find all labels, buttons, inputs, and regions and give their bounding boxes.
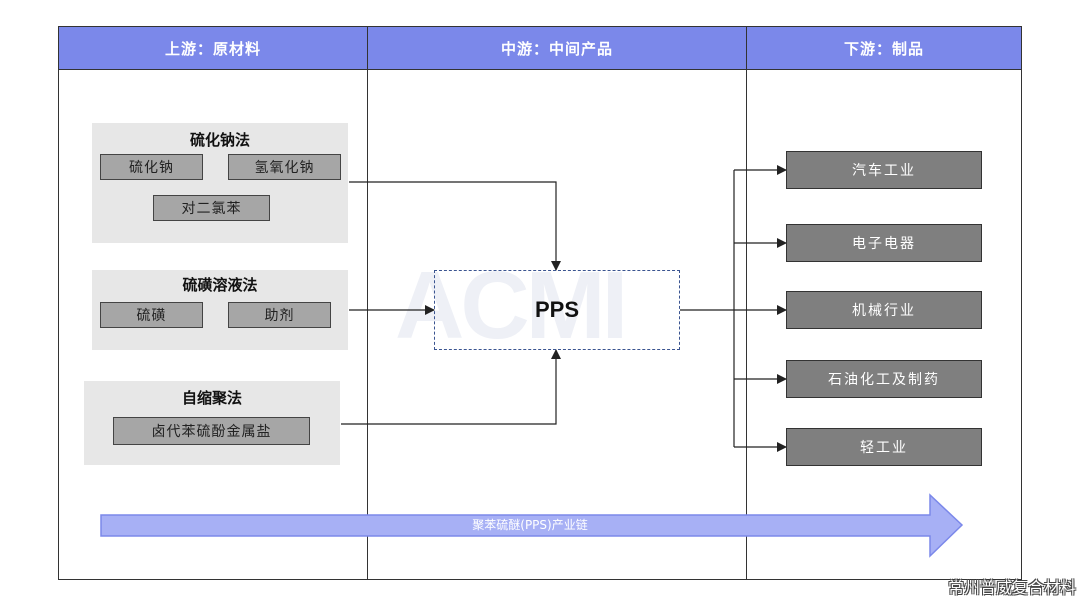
pps-label: PPS bbox=[534, 297, 580, 322]
industry-chain-label: 聚苯硫醚(PPS)产业链 bbox=[472, 518, 588, 532]
header-upstream: 上游：原材料 bbox=[58, 26, 368, 70]
product-automotive: 汽车工业 bbox=[786, 151, 982, 189]
product-petrochemical-pharma: 石油化工及制药 bbox=[786, 360, 982, 398]
chip-sodium-hydroxide: 氢氧化钠 bbox=[228, 154, 341, 180]
group-title: 硫磺溶液法 bbox=[182, 276, 258, 294]
column-divider bbox=[746, 26, 747, 580]
product-electronics: 电子电器 bbox=[786, 224, 982, 262]
product-light-industry: 轻工业 bbox=[786, 428, 982, 466]
chip-additive: 助剂 bbox=[228, 302, 331, 328]
connector-sodium-sulfide bbox=[349, 181, 561, 271]
header-midstream: 中游：中间产品 bbox=[367, 26, 747, 70]
group-title: 硫化钠法 bbox=[189, 131, 250, 149]
group-sulfur-solution: 硫磺溶液法 硫磺 助剂 bbox=[92, 270, 348, 350]
connector-self-condensation bbox=[341, 349, 561, 425]
chip-halobenzene-thiophenol-salt: 卤代苯硫酚金属盐 bbox=[113, 417, 310, 445]
header-downstream: 下游：制品 bbox=[746, 26, 1022, 70]
group-self-condensation: 自缩聚法 卤代苯硫酚金属盐 bbox=[84, 381, 340, 465]
product-machinery: 机械行业 bbox=[786, 291, 982, 329]
chip-sodium-sulfide: 硫化钠 bbox=[100, 154, 203, 180]
chip-p-dichlorobenzene: 对二氯苯 bbox=[153, 195, 270, 221]
source-credit: 常州普威复合材料 bbox=[947, 578, 1076, 597]
group-title: 自缩聚法 bbox=[181, 389, 242, 407]
chip-sulfur: 硫磺 bbox=[100, 302, 203, 328]
industry-chain-band-arrow bbox=[100, 493, 964, 558]
group-sodium-sulfide: 硫化钠法 硫化钠 氢氧化钠 对二氯苯 bbox=[92, 123, 348, 243]
column-divider bbox=[367, 26, 368, 580]
pps-node: PPS bbox=[434, 270, 680, 350]
